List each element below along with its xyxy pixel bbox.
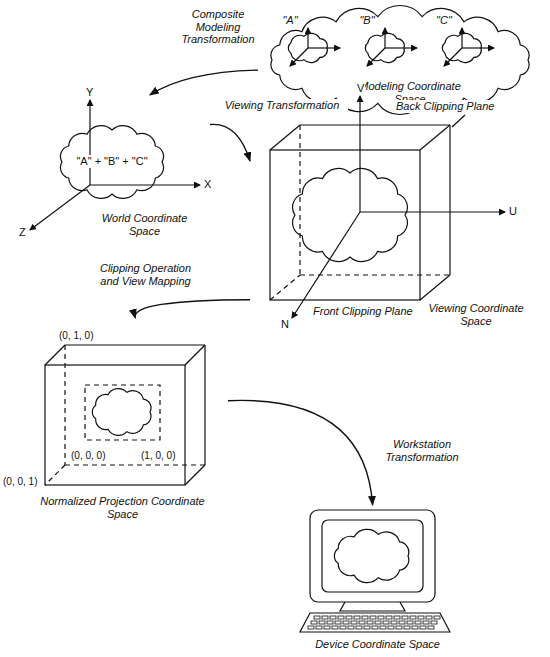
axis-label: N (280, 318, 290, 331)
npc-cube (45, 345, 205, 485)
corner-coordinate: (0, 1, 0) (58, 330, 94, 342)
axis-label: U (508, 205, 518, 218)
cloud-shape (365, 33, 404, 62)
keyboard-keys (308, 616, 440, 629)
corner-coordinate: (0, 0, 0) (70, 450, 106, 462)
key (322, 616, 328, 619)
coordinate-space: Normalized Projection Coordinate Space (2, 318, 228, 530)
axis-label: X (203, 178, 212, 191)
space-caption: Device Coordinate Space (300, 638, 455, 651)
key (378, 616, 384, 619)
key (311, 621, 317, 624)
key (332, 626, 338, 629)
coordinate-space: "A" + "B" + "C" World Coordinate Space (16, 95, 210, 250)
object-name: "A" (278, 14, 302, 27)
key (367, 621, 373, 624)
transformation-label: Workstation Transformation (380, 438, 464, 463)
key (308, 626, 314, 629)
coordinate-space: Device Coordinate Space (295, 505, 460, 653)
transformation-arrow (228, 400, 373, 505)
key (316, 626, 322, 629)
transformation-label: Clipping Operation and View Mapping (92, 262, 199, 287)
key (434, 616, 440, 619)
axis-label: Z (18, 226, 27, 239)
key (343, 621, 349, 624)
view-axes (292, 96, 505, 318)
view-volume (270, 115, 465, 300)
key (359, 621, 365, 624)
object-name: "B" (355, 14, 379, 27)
key (356, 626, 362, 629)
model-axes (290, 28, 494, 66)
world-axes (30, 100, 200, 230)
key (372, 626, 378, 629)
workstation-monitor (300, 510, 450, 632)
key (426, 616, 432, 619)
transformation-label: Viewing Transformation (216, 99, 348, 112)
object-name: "A" + "B" + "C" (66, 155, 158, 168)
key (364, 626, 370, 629)
key (420, 626, 426, 629)
key (327, 621, 333, 624)
key (348, 626, 354, 629)
space-caption: Viewing Coordinate Space (426, 302, 526, 327)
space-caption: Normalized Projection Coordinate Space (40, 495, 205, 520)
transformation-arrow (135, 300, 250, 318)
coordinate-space: Viewing Coordinate Space (250, 88, 530, 340)
key (351, 621, 357, 624)
key (335, 621, 341, 624)
key (423, 621, 429, 624)
key (340, 626, 346, 629)
key (412, 626, 418, 629)
corner-coordinate: (1, 0, 0) (140, 450, 176, 462)
key (314, 616, 320, 619)
axis-label: V (356, 82, 365, 95)
key (407, 621, 413, 624)
key (396, 626, 402, 629)
transformation-label: Composite Modeling Transformation (176, 8, 260, 46)
key (428, 626, 434, 629)
key (388, 626, 394, 629)
plane-label: Back Clipping Plane (395, 100, 495, 113)
cloud-shape (334, 529, 408, 582)
key (319, 621, 325, 624)
key (415, 621, 421, 624)
axis-label: Y (85, 86, 94, 99)
key (354, 616, 360, 619)
key (394, 616, 400, 619)
key (402, 616, 408, 619)
cloud-shape (60, 126, 163, 199)
corner-coordinate: (0, 0, 1) (2, 476, 38, 488)
key (391, 621, 397, 624)
space-caption: World Coordinate Space (97, 212, 192, 237)
key (386, 616, 392, 619)
key (370, 616, 376, 619)
cloud-shape (92, 389, 151, 436)
key (404, 626, 410, 629)
key (362, 616, 368, 619)
key (399, 621, 405, 624)
key (346, 616, 352, 619)
key (375, 621, 381, 624)
cloud-shape (288, 33, 327, 62)
key (330, 616, 336, 619)
key (380, 626, 386, 629)
key (431, 621, 437, 624)
key (324, 626, 330, 629)
key (383, 621, 389, 624)
key (410, 616, 416, 619)
transformation-arrow (150, 70, 258, 95)
plane-label: Front Clipping Plane (312, 305, 414, 318)
cloud-shape (442, 33, 481, 62)
cloud-shape (293, 168, 408, 261)
object-name: "C" (432, 14, 456, 27)
key (418, 616, 424, 619)
transformation-arrow (210, 124, 250, 161)
key (338, 616, 344, 619)
